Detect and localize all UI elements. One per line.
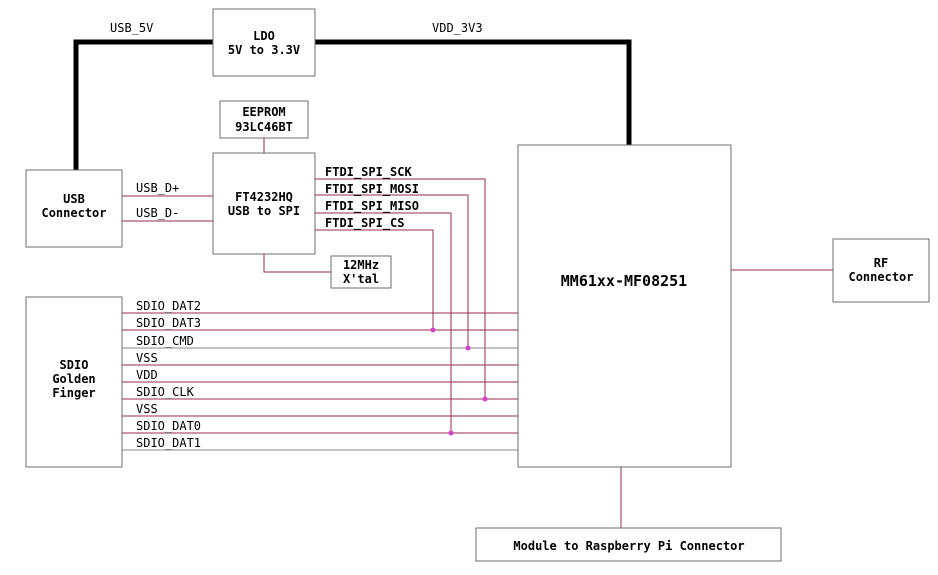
usb-dm-label: USB_D-: [136, 206, 179, 220]
spi-miso-wire: [315, 212, 452, 433]
spi-mosi-wire: [315, 194, 469, 348]
eeprom-title: EEPROM: [242, 105, 285, 119]
sdio-finger-line3: Finger: [52, 386, 95, 400]
sdio-signal-label: SDIO_DAT3: [136, 316, 201, 330]
rf-connector-box: [832, 238, 930, 303]
usb-dp-label: USB_D+: [136, 181, 179, 195]
sdio-finger-line1: SDIO: [60, 358, 89, 372]
usb-connector-subtitle: Connector: [41, 206, 106, 220]
crystal-wire: [263, 254, 331, 273]
sdio-signal-label: VSS: [136, 351, 158, 365]
sdio-finger-line2: Golden: [52, 372, 95, 386]
crystal-label: X'tal: [343, 272, 379, 286]
vdd-3v3-label: VDD_3V3: [432, 21, 483, 35]
sdio-signal-label: SDIO_CLK: [136, 385, 195, 399]
ldo-title: LDO: [253, 29, 275, 43]
spi-sck-label: FTDI_SPI_SCK: [325, 165, 412, 180]
sdio-signal-label: SDIO_DAT2: [136, 299, 201, 313]
sdio-signal-label: VSS: [136, 402, 158, 416]
usb-5v-rail: [73, 39, 213, 172]
spi-mosi-label: FTDI_SPI_MOSI: [325, 182, 419, 197]
ldo-box: [212, 8, 316, 77]
module-box: [517, 144, 732, 468]
sdio-finger-box: [25, 296, 123, 468]
spi-cs-wire: [315, 229, 434, 330]
ldo-subtitle: 5V to 3.3V: [228, 43, 300, 57]
spi-sck-wire: [315, 178, 486, 399]
ftdi-title: FT4232HQ: [235, 190, 293, 204]
vdd-3v3-rail: [315, 39, 632, 146]
sdio-signal-label: SDIO_DAT1: [136, 436, 201, 450]
spi-miso-label: FTDI_SPI_MISO: [325, 199, 419, 214]
usb-connector-box: [25, 169, 123, 248]
rf-connector-title: RF: [874, 256, 888, 270]
usb-connector-title: USB: [63, 192, 85, 206]
junction-sck-clk: [482, 396, 488, 402]
eeprom-box: [219, 100, 309, 139]
usb-5v-label: USB_5V: [110, 21, 153, 35]
ftdi-subtitle: USB to SPI: [228, 204, 300, 218]
sdio-signal-label: SDIO_CMD: [136, 334, 194, 348]
rpi-connector-box: [475, 527, 782, 562]
sdio-signal-label: SDIO_DAT0: [136, 419, 201, 433]
crystal-box: [330, 255, 392, 289]
eeprom-part: 93LC46BT: [235, 120, 293, 134]
rpi-connector-label: Module to Raspberry Pi Connector: [513, 539, 744, 553]
spi-cs-label: FTDI_SPI_CS: [325, 216, 404, 231]
junction-miso-dat0: [448, 430, 454, 436]
junction-cs-dat3: [430, 327, 436, 333]
crystal-freq: 12MHz: [343, 258, 379, 272]
rf-connector-subtitle: Connector: [848, 270, 913, 284]
module-label: MM61xx-MF08251: [561, 272, 687, 290]
junction-mosi-cmd: [465, 345, 471, 351]
sdio-signal-label: VDD: [136, 368, 158, 382]
